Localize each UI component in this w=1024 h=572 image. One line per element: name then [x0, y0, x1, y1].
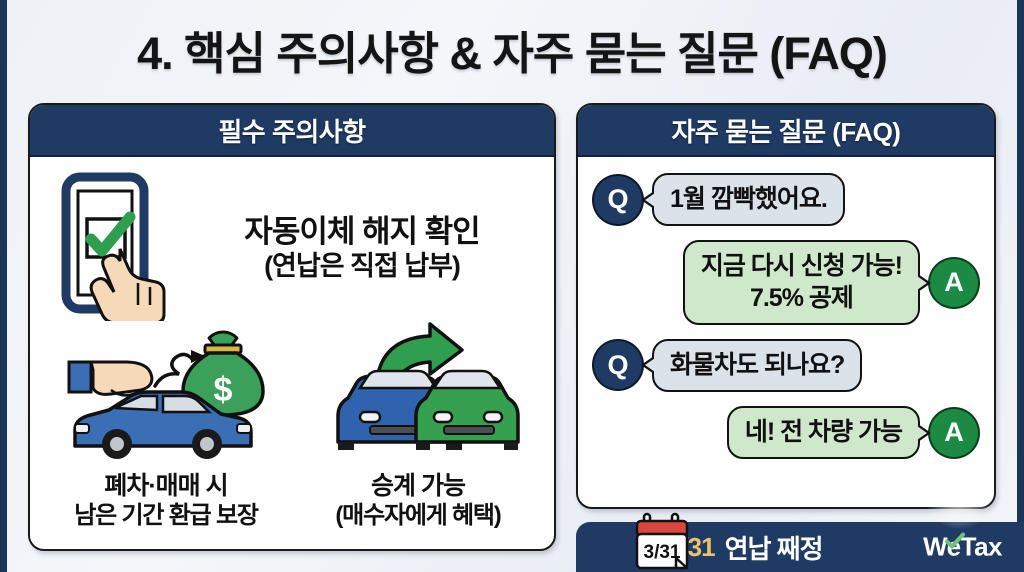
answer-bubble: 지금 다시 신청 가능! 7.5% 공제 — [682, 240, 920, 325]
answer-badge: A — [928, 256, 980, 309]
answer-badge: A — [928, 406, 980, 459]
faq-row: 네! 전 차량 가능 A — [592, 406, 980, 460]
transfer-possible-caption1: 승계 가능 — [371, 472, 466, 500]
question-text: 1월 깜빡했어요. — [670, 185, 828, 213]
transfer-possible-art — [316, 322, 521, 465]
question-bubble: 1월 깜빡했어요. — [652, 173, 845, 227]
transfer-possible-caption2: (매수자에게 혜택) — [335, 502, 501, 529]
wetax-check-icon — [945, 525, 966, 556]
answer-line1: 지금 다시 신청 가능! — [700, 252, 903, 281]
hand-car-moneybag-icon: $ — [59, 320, 274, 465]
right-panel-body: Q 1월 깜빡했어요. 지금 다시 신청 가능! 7.5% 공제 A Q 화물차… — [578, 157, 994, 507]
calendar-date-label: 3/31 — [644, 542, 681, 563]
scrap-sale-refund-art: $ — [59, 325, 274, 465]
left-panel-header: 필수 주의사항 — [30, 105, 554, 157]
faq-list: Q 1월 깜빡했어요. 지금 다시 신청 가능! 7.5% 공제 A Q 화물차… — [578, 157, 994, 469]
page-title: 4. 핵심 주의사항 & 자주 묻는 질문 (FAQ) — [137, 27, 888, 79]
deadline-bottom-bar: 3/31 3/31 연납 째정 WeTax — [576, 496, 1024, 572]
question-bubble: 화물차도 되나요? — [652, 338, 863, 392]
transfer-possible-item: 승계 가능 (매수자에게 혜택) — [292, 322, 544, 549]
wetax-logo: WeTax — [923, 532, 1002, 563]
left-panel-body: 자동이체 해지 확인 (연납은 직접 납부) $ — [30, 157, 554, 549]
page-title-container: 4. 핵심 주의사항 & 자주 묻는 질문 (FAQ) — [0, 8, 1024, 90]
question-badge: Q — [592, 339, 644, 392]
autopay-cancel-text: 자동이체 해지 확인 (연납은 직접 납부) — [188, 214, 536, 282]
essential-precautions-panel: 필수 주의사항 자동이체 해지 확인 (연납은 직접 납 — [28, 103, 556, 551]
deadline-label: 연납 째정 — [724, 533, 824, 564]
slide-right-edge — [1017, 0, 1024, 572]
left-panel-title: 필수 주의사항 — [218, 116, 366, 147]
right-panel-header: 자주 묻는 질문 (FAQ) — [578, 105, 994, 157]
scrap-sale-refund-caption1: 폐차·매매 시 — [104, 472, 228, 500]
autopay-cancel-item: 자동이체 해지 확인 (연납은 직접 납부) — [30, 157, 554, 325]
right-panel-title: 자주 묻는 질문 (FAQ) — [671, 116, 901, 147]
scrap-sale-refund-caption: 폐차·매매 시 남은 기간 환급 보장 — [74, 471, 259, 531]
scrap-sale-refund-item: $ — [40, 325, 292, 549]
autopay-cancel-line2: (연납은 직접 납부) — [264, 250, 461, 281]
autopay-cancel-line1: 자동이체 해지 확인 — [244, 213, 480, 249]
faq-panel: 자주 묻는 질문 (FAQ) Q 1월 깜빡했어요. 지금 다시 신청 가능! … — [576, 103, 996, 509]
two-cars-arrow-icon — [316, 320, 521, 465]
svg-text:$: $ — [213, 371, 232, 409]
question-badge: Q — [592, 173, 644, 226]
slide-left-edge — [0, 0, 7, 572]
phone-checkbox-tap-icon — [54, 171, 172, 326]
calendar-icon: 3/31 — [632, 512, 692, 572]
scrap-sale-refund-caption2: 남은 기간 환급 보장 — [74, 502, 259, 529]
left-panel-bottom-items: $ — [30, 322, 554, 549]
faq-row: 지금 다시 신청 가능! 7.5% 공제 A — [592, 240, 980, 325]
answer-line1: 네! 전 차량 가능 — [744, 418, 903, 446]
faq-row: Q 화물차도 되나요? — [592, 338, 980, 392]
faq-row: Q 1월 깜빡했어요. — [592, 173, 980, 227]
answer-bubble: 네! 전 차량 가능 — [726, 406, 920, 460]
answer-line2: 7.5% 공제 — [749, 283, 854, 312]
question-text: 화물차도 되나요? — [670, 350, 845, 379]
transfer-possible-caption: 승계 가능 (매수자에게 혜택) — [335, 471, 501, 531]
